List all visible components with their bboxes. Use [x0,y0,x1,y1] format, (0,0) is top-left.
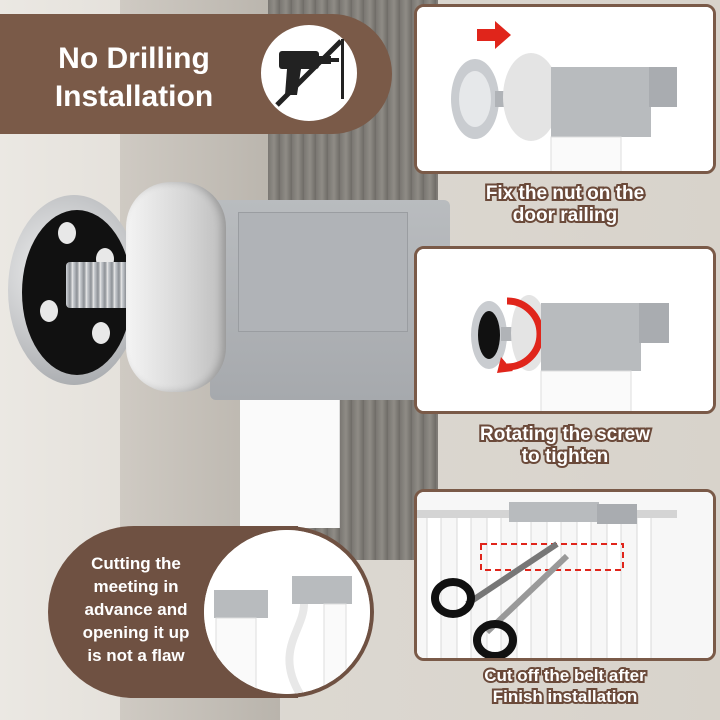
banner-line-2: Installation [54,80,214,113]
caption-line: to tighten [520,444,611,469]
banner-title: No Drilling Installation [14,40,254,116]
step-panel-cut-belt [414,489,716,661]
arrow-right-icon [477,21,511,49]
note-line: Cutting the [91,554,181,573]
adjustment-knob [126,182,226,392]
caption-line: Finish installation [491,685,640,708]
step-panel-rotate-screw [414,246,716,414]
rotate-arrow-icon [506,297,544,371]
step-caption: Cut off the belt after Finish installati… [414,664,716,708]
step-caption: Rotating the screw to tighten [414,422,716,469]
note-line: advance and [84,600,188,619]
pad-hole [92,322,110,344]
note-line: meeting in [93,577,179,596]
bracket-face [238,212,408,332]
step-caption: Fix the nut on the door railing [414,181,716,228]
caption-line: door railing [511,203,620,228]
banner-line-1: No Drilling [58,42,210,75]
threaded-screw [66,262,136,308]
no-drill-icon [256,20,362,126]
gate-bar [240,398,340,528]
no-drilling-banner: No Drilling Installation [0,14,392,134]
caption-line: Fix the nut on the [484,181,646,206]
note-line: opening it up [82,623,190,642]
pad-hole [58,222,76,244]
caption-line: Rotating the screw [478,422,652,447]
pad-hole [40,300,58,322]
caption-line: Cut off the belt after [482,664,648,687]
step-panel-fix-nut [414,4,716,174]
note-line: is not a flaw [87,646,185,665]
scissors-icon [431,541,570,658]
note-text: Cutting the meeting in advance and openi… [56,552,216,667]
pre-cut-belt-photo [200,526,374,698]
